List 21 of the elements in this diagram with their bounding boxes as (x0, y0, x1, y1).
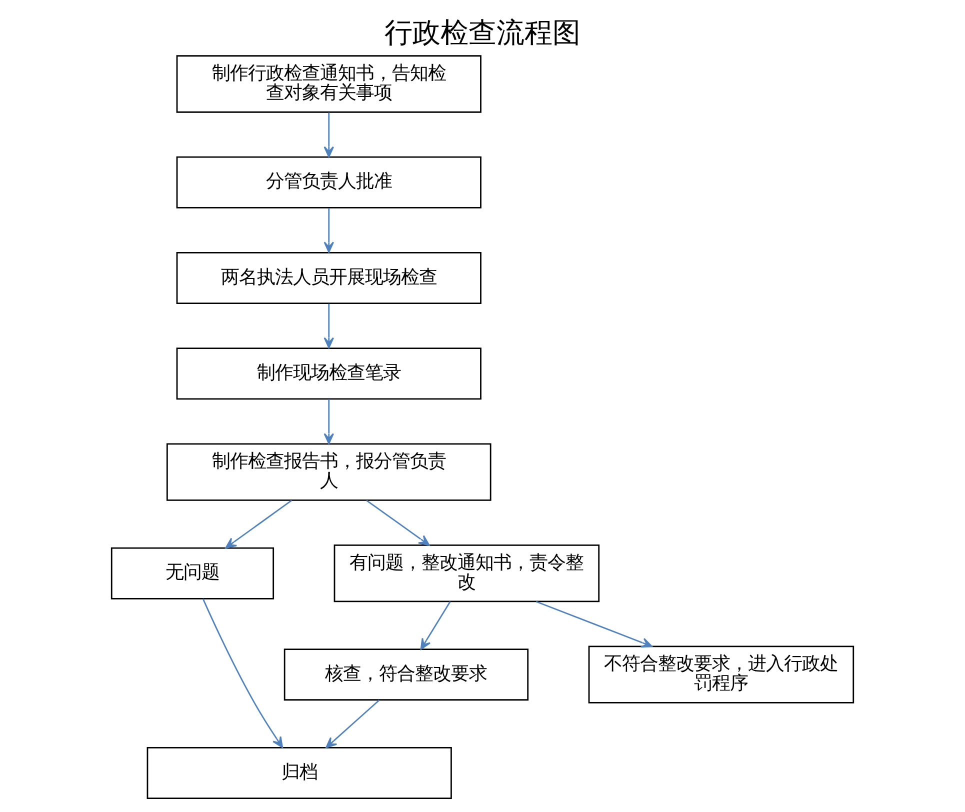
node-box: 不符合整改要求，进入行政处罚程序 (588, 646, 854, 704)
arrow (536, 600, 652, 648)
arrow (324, 208, 334, 253)
arrow (324, 112, 334, 158)
node-box: 制作行政检查通知书，告知检查对象有关事项 (176, 55, 482, 113)
arrow (202, 598, 284, 748)
arrow (420, 601, 451, 650)
node-box: 制作现场检查笔录 (176, 348, 482, 400)
node-box: 分管负责人批准 (176, 156, 482, 208)
arrow (366, 500, 430, 546)
arrow (324, 399, 334, 444)
node-box: 两名执法人员开展现场检查 (176, 252, 482, 304)
node-box: 制作检查报告书，报分管负责人 (166, 443, 492, 501)
arrow (225, 500, 292, 548)
node-box: 有问题，整改通知书，责令整改 (334, 544, 600, 602)
diagram-title: 行政检查流程图 (384, 16, 580, 49)
node-box: 无问题 (110, 547, 274, 600)
arrow (326, 700, 380, 748)
node-box: 归档 (146, 747, 452, 800)
arrow (324, 304, 334, 348)
node-box: 核查，符合整改要求 (284, 648, 529, 701)
